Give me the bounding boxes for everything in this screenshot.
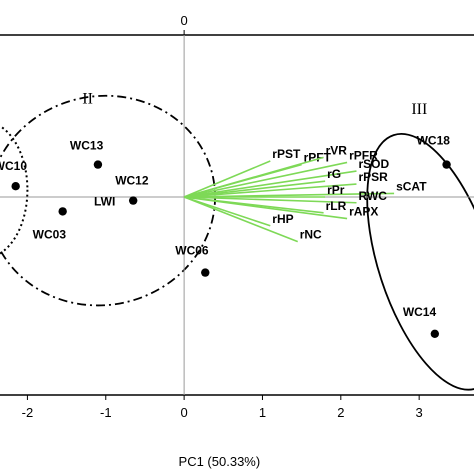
score-point <box>442 160 451 169</box>
loading-vector <box>183 160 271 198</box>
x-axis-tick-label: -2 <box>22 405 34 420</box>
top-axis-tick-label: 0 <box>180 13 187 28</box>
group-ellipse <box>366 133 474 391</box>
loading-label: RWC <box>358 189 387 203</box>
group-label: III <box>411 101 427 118</box>
x-axis-tick-label: 0 <box>180 405 187 420</box>
score-label: WC10 <box>0 159 27 173</box>
loading-vector <box>183 196 299 243</box>
score-label: WC13 <box>70 139 104 153</box>
loading-label: rPST <box>272 147 301 161</box>
loading-label: rPFR <box>349 148 378 162</box>
loading-vector <box>183 170 357 198</box>
score-label: WC14 <box>403 305 437 319</box>
score-point <box>58 207 67 216</box>
score-label: WC18 <box>417 134 451 148</box>
score-point <box>128 196 138 205</box>
score-label: WC06 <box>175 244 209 258</box>
loading-label: rVR <box>326 143 348 157</box>
loading-label: rHP <box>272 212 293 226</box>
loading-label: rLR <box>326 199 347 213</box>
group-label: II <box>82 90 93 107</box>
loading-label: rAPX <box>349 205 378 219</box>
score-label-lwi: LWI <box>94 195 115 209</box>
score-point <box>430 329 440 338</box>
score-label: WC12 <box>115 174 149 188</box>
loading-label: rNC <box>300 228 322 242</box>
loading-vector <box>184 196 357 204</box>
loading-label: rPr <box>327 183 345 197</box>
loading-label: rPSR <box>358 170 388 184</box>
loading-vector <box>183 161 348 198</box>
score-point <box>93 160 103 169</box>
group-ellipse <box>0 124 29 255</box>
loading-vector <box>184 180 326 198</box>
loading-label: rG <box>327 167 341 181</box>
score-point <box>201 268 210 277</box>
score-label: WC03 <box>33 227 67 241</box>
x-axis-tick-label: 2 <box>337 405 344 420</box>
group-ellipse <box>0 94 216 307</box>
x-axis-tick-label: 3 <box>416 405 423 420</box>
loading-vector <box>184 196 348 220</box>
loading-vector <box>184 183 357 198</box>
x-axis-tick-label: 1 <box>259 405 266 420</box>
score-point <box>11 182 20 191</box>
loading-label: rSOD <box>358 157 389 171</box>
x-axis-title: PC1 (50.33%) <box>179 454 261 469</box>
x-axis-tick-label: -1 <box>100 405 112 420</box>
loading-vector <box>183 156 324 198</box>
loading-label: sCAT <box>396 179 427 193</box>
axes: -2 -1 0 1 2 3 <box>0 30 474 420</box>
